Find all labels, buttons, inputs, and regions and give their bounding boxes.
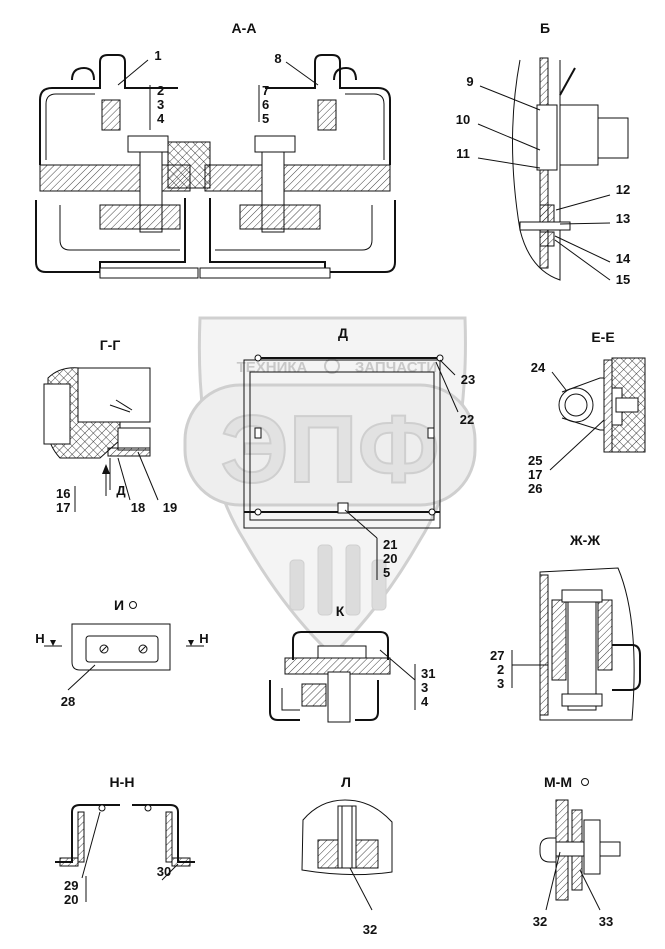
view-k: К 31 3 4 [269,603,435,723]
view-gg: Г-Г 18 19 Д 16 17 [43,337,177,515]
watermark: ЭПФ ТЕХНИКА ЗАПЧАСТИ [183,316,477,658]
callout-15: 15 [616,272,630,287]
view-nn-title: Н-Н [110,774,135,790]
view-nn: Н-Н 29 20 30 [55,774,195,907]
label-stack-nn: 29 20 [64,878,78,907]
callout-30: 30 [157,864,171,879]
svg-text:5: 5 [262,111,269,126]
callout-8: 8 [274,51,281,66]
label-stack-zhzh: 27 2 3 [490,648,504,691]
svg-text:3: 3 [421,680,428,695]
view-aa-title: А-А [232,20,257,36]
svg-text:27: 27 [490,648,504,663]
svg-text:6: 6 [262,97,269,112]
view-i-title: И [114,597,124,613]
callout-9: 9 [466,74,473,89]
watermark-emblem-text: ЭПФ [220,396,439,503]
callout-23: 23 [461,372,475,387]
view-b-title: Б [540,20,550,36]
svg-text:20: 20 [383,551,397,566]
callout-14: 14 [616,251,631,266]
svg-text:7: 7 [262,83,269,98]
label-stack-aa-right: 7 6 5 [262,83,269,126]
view-d-title: Д [338,325,348,341]
view-gg-title: Г-Г [100,337,121,353]
svg-text:3: 3 [497,676,504,691]
rotated-view-mark-icon [129,601,137,609]
svg-text:5: 5 [383,565,390,580]
watermark-banner-left: ТЕХНИКА [237,359,308,376]
callout-33: 33 [599,914,613,929]
callout-28: 28 [61,694,75,709]
svg-text:16: 16 [56,486,70,501]
view-b: Б 9 10 11 12 13 14 15 [456,20,631,287]
label-stack-d: 21 20 5 [383,537,397,580]
svg-text:4: 4 [421,694,429,709]
callout-12: 12 [616,182,630,197]
svg-text:3: 3 [157,97,164,112]
callout-11: 11 [456,146,470,161]
callout-13: 13 [616,211,630,226]
svg-text:25: 25 [528,453,542,468]
view-zhzh: Ж-Ж 27 2 3 [490,532,641,721]
svg-text:20: 20 [64,892,78,907]
view-mm-title: М-М [544,774,572,790]
svg-text:26: 26 [528,481,542,496]
callout-32-l: 32 [363,922,377,937]
rotated-view-mark-icon [581,778,589,786]
svg-text:2: 2 [157,83,164,98]
label-stack-ee: 25 17 26 [528,453,542,496]
callout-22: 22 [460,412,474,427]
view-ee-title: Е-Е [591,329,614,345]
view-d: Д 23 22 21 20 5 [243,325,475,580]
svg-text:2: 2 [497,662,504,677]
view-zhzh-title: Ж-Ж [569,532,600,548]
svg-text:17: 17 [56,500,70,515]
view-l: Л 32 [301,774,393,937]
callout-32-mm: 32 [533,914,547,929]
callout-19: 19 [163,500,177,515]
view-i: И Н Н 28 [35,597,208,709]
watermark-banner-right: ЗАПЧАСТИ [355,359,437,376]
svg-text:17: 17 [528,467,542,482]
section-mark-d: Д [116,483,126,498]
svg-text:4: 4 [157,111,165,126]
view-l-title: Л [341,774,351,790]
view-ee: Е-Е 24 25 17 26 [528,329,646,496]
svg-text:31: 31 [421,666,435,681]
view-aa: А-А 1 8 2 3 4 [35,20,396,279]
callout-10: 10 [456,112,470,127]
view-k-title: К [336,603,345,619]
label-stack-k: 31 3 4 [421,666,435,709]
label-stack-aa-left: 2 3 4 [157,83,165,126]
section-mark-h-left: Н [35,631,44,646]
watermark-wheat-icon [289,544,387,616]
svg-text:29: 29 [64,878,78,893]
callout-1: 1 [154,48,161,63]
svg-text:21: 21 [383,537,397,552]
view-mm: М-М 32 33 [533,774,621,929]
callout-18: 18 [131,500,145,515]
callout-24: 24 [531,360,546,375]
label-stack-gg: 16 17 [56,486,70,515]
section-mark-h-right: Н [199,631,208,646]
